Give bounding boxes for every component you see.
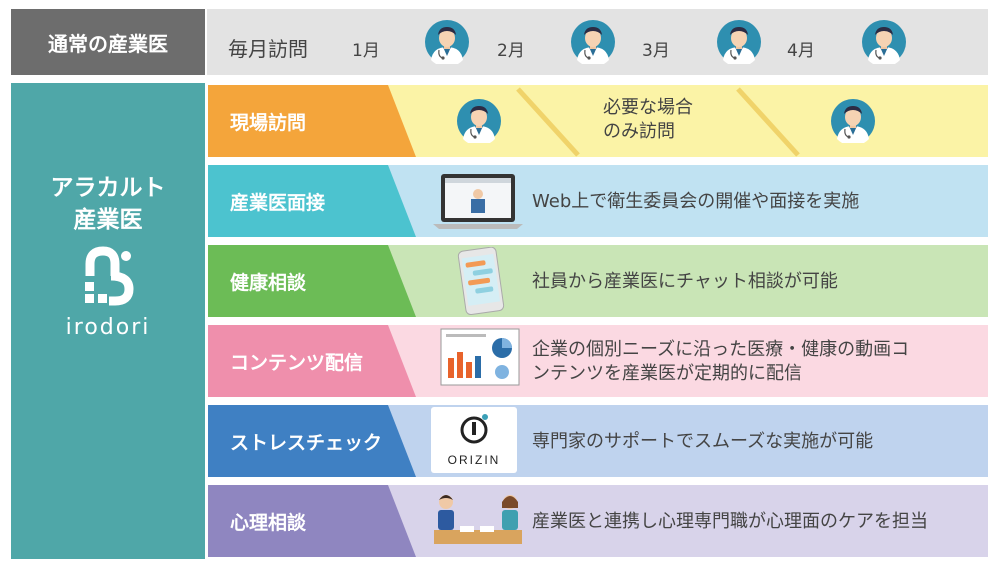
brand-name: irodori bbox=[65, 315, 151, 340]
month-4: 4月 bbox=[787, 41, 815, 61]
row-label-health: 健康相談 bbox=[230, 271, 307, 294]
row-health-bg bbox=[208, 245, 988, 317]
row-stress-bg bbox=[208, 405, 988, 477]
row-label-onsite: 現場訪問 bbox=[230, 111, 307, 134]
onsite-text: 必要な場合 のみ訪問 bbox=[603, 97, 693, 142]
row-interview-bg bbox=[208, 165, 988, 237]
counseling-icon bbox=[434, 495, 522, 544]
orizin-mark-icon bbox=[460, 414, 488, 444]
orizin-logo-text: ORIZIN bbox=[447, 453, 501, 467]
irodori-logo-icon bbox=[85, 246, 134, 306]
doctor-icon bbox=[425, 20, 469, 64]
regular-doctor-label: 通常の産業医 bbox=[11, 9, 205, 75]
row-label-interview: 産業医面接 bbox=[230, 191, 326, 214]
doctor-icon bbox=[717, 20, 761, 64]
content-text: 企業の個別ニーズに沿った医療・健康の動画コ ンテンツを産業医が定期的に配信 bbox=[532, 339, 910, 384]
alacarte-title: アラカルト 産業医 bbox=[50, 175, 166, 233]
alacarte-panel bbox=[11, 83, 205, 559]
health-text: 社員から産業医にチャット相談が可能 bbox=[532, 271, 838, 292]
month-2: 2月 bbox=[497, 41, 525, 61]
month-3: 3月 bbox=[642, 41, 670, 61]
laptop-icon bbox=[433, 174, 523, 229]
orizin-logo: ORIZIN bbox=[431, 407, 517, 473]
row-content-bg bbox=[208, 325, 988, 397]
row-label-stress: ストレスチェック bbox=[230, 431, 383, 454]
doctor-icon bbox=[831, 99, 875, 143]
report-chart-icon bbox=[440, 328, 520, 386]
interview-text: Web上で衛生委員会の開催や面接を実施 bbox=[532, 191, 860, 212]
doctor-icon bbox=[457, 99, 501, 143]
psych-text: 産業医と連携し心理専門職が心理面のケアを担当 bbox=[532, 511, 928, 532]
doctor-icon bbox=[571, 20, 615, 64]
stress-text: 専門家のサポートでスムーズな実施が可能 bbox=[532, 431, 874, 452]
monthly-visit-text: 毎月訪問 bbox=[228, 37, 308, 61]
row-label-psych: 心理相談 bbox=[230, 511, 307, 534]
row-label-content: コンテンツ配信 bbox=[230, 351, 364, 374]
smartphone-chat-icon bbox=[457, 247, 505, 315]
row-psych-bg bbox=[208, 485, 988, 557]
month-1: 1月 bbox=[352, 41, 380, 61]
doctor-icon bbox=[862, 20, 906, 64]
